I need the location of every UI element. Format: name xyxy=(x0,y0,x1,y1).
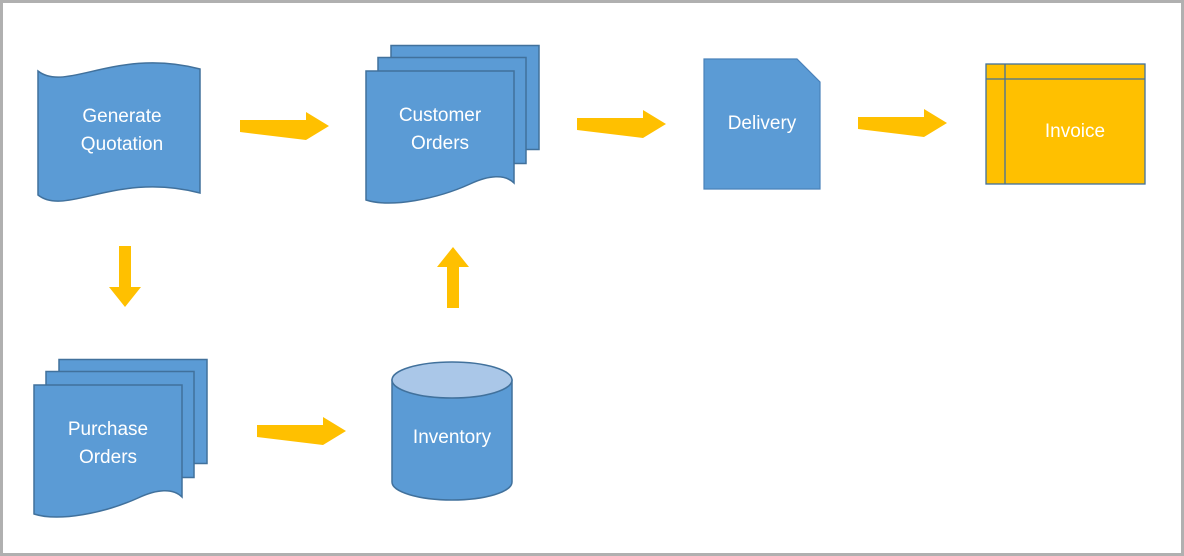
right-arrow-icon xyxy=(257,417,346,445)
node-customer-orders[interactable]: Customer Orders xyxy=(365,44,541,212)
multi-document-shape xyxy=(33,358,208,518)
node-generate-quotation[interactable]: Generate Quotation xyxy=(36,55,208,207)
down-arrow-icon xyxy=(109,246,141,307)
arrow-delivery-to-invoice xyxy=(858,108,948,138)
node-invoice[interactable]: Invoice xyxy=(985,63,1146,185)
node-purchase-orders[interactable]: Purchase Orders xyxy=(33,358,209,526)
multi-document-shape xyxy=(365,44,540,204)
arrow-inventory-to-customer-orders xyxy=(436,246,470,308)
flowchart-canvas: Generate Quotation Customer Orders xyxy=(3,3,1181,553)
arrow-quotation-to-purchase-orders xyxy=(108,246,142,308)
card-shape xyxy=(703,58,821,190)
arrow-quotation-to-customer-orders xyxy=(240,111,330,141)
up-arrow-icon xyxy=(437,247,469,308)
internal-storage-shape xyxy=(985,63,1146,185)
right-arrow-icon xyxy=(240,112,329,140)
node-delivery[interactable]: Delivery xyxy=(703,58,821,190)
arrow-customer-orders-to-delivery xyxy=(577,109,667,139)
right-arrow-icon xyxy=(577,110,666,138)
wave-shape xyxy=(37,62,201,202)
right-arrow-icon xyxy=(858,109,947,137)
cylinder-shape xyxy=(391,361,513,501)
arrow-purchase-orders-to-inventory xyxy=(257,416,347,446)
node-inventory[interactable]: Inventory xyxy=(391,361,513,501)
